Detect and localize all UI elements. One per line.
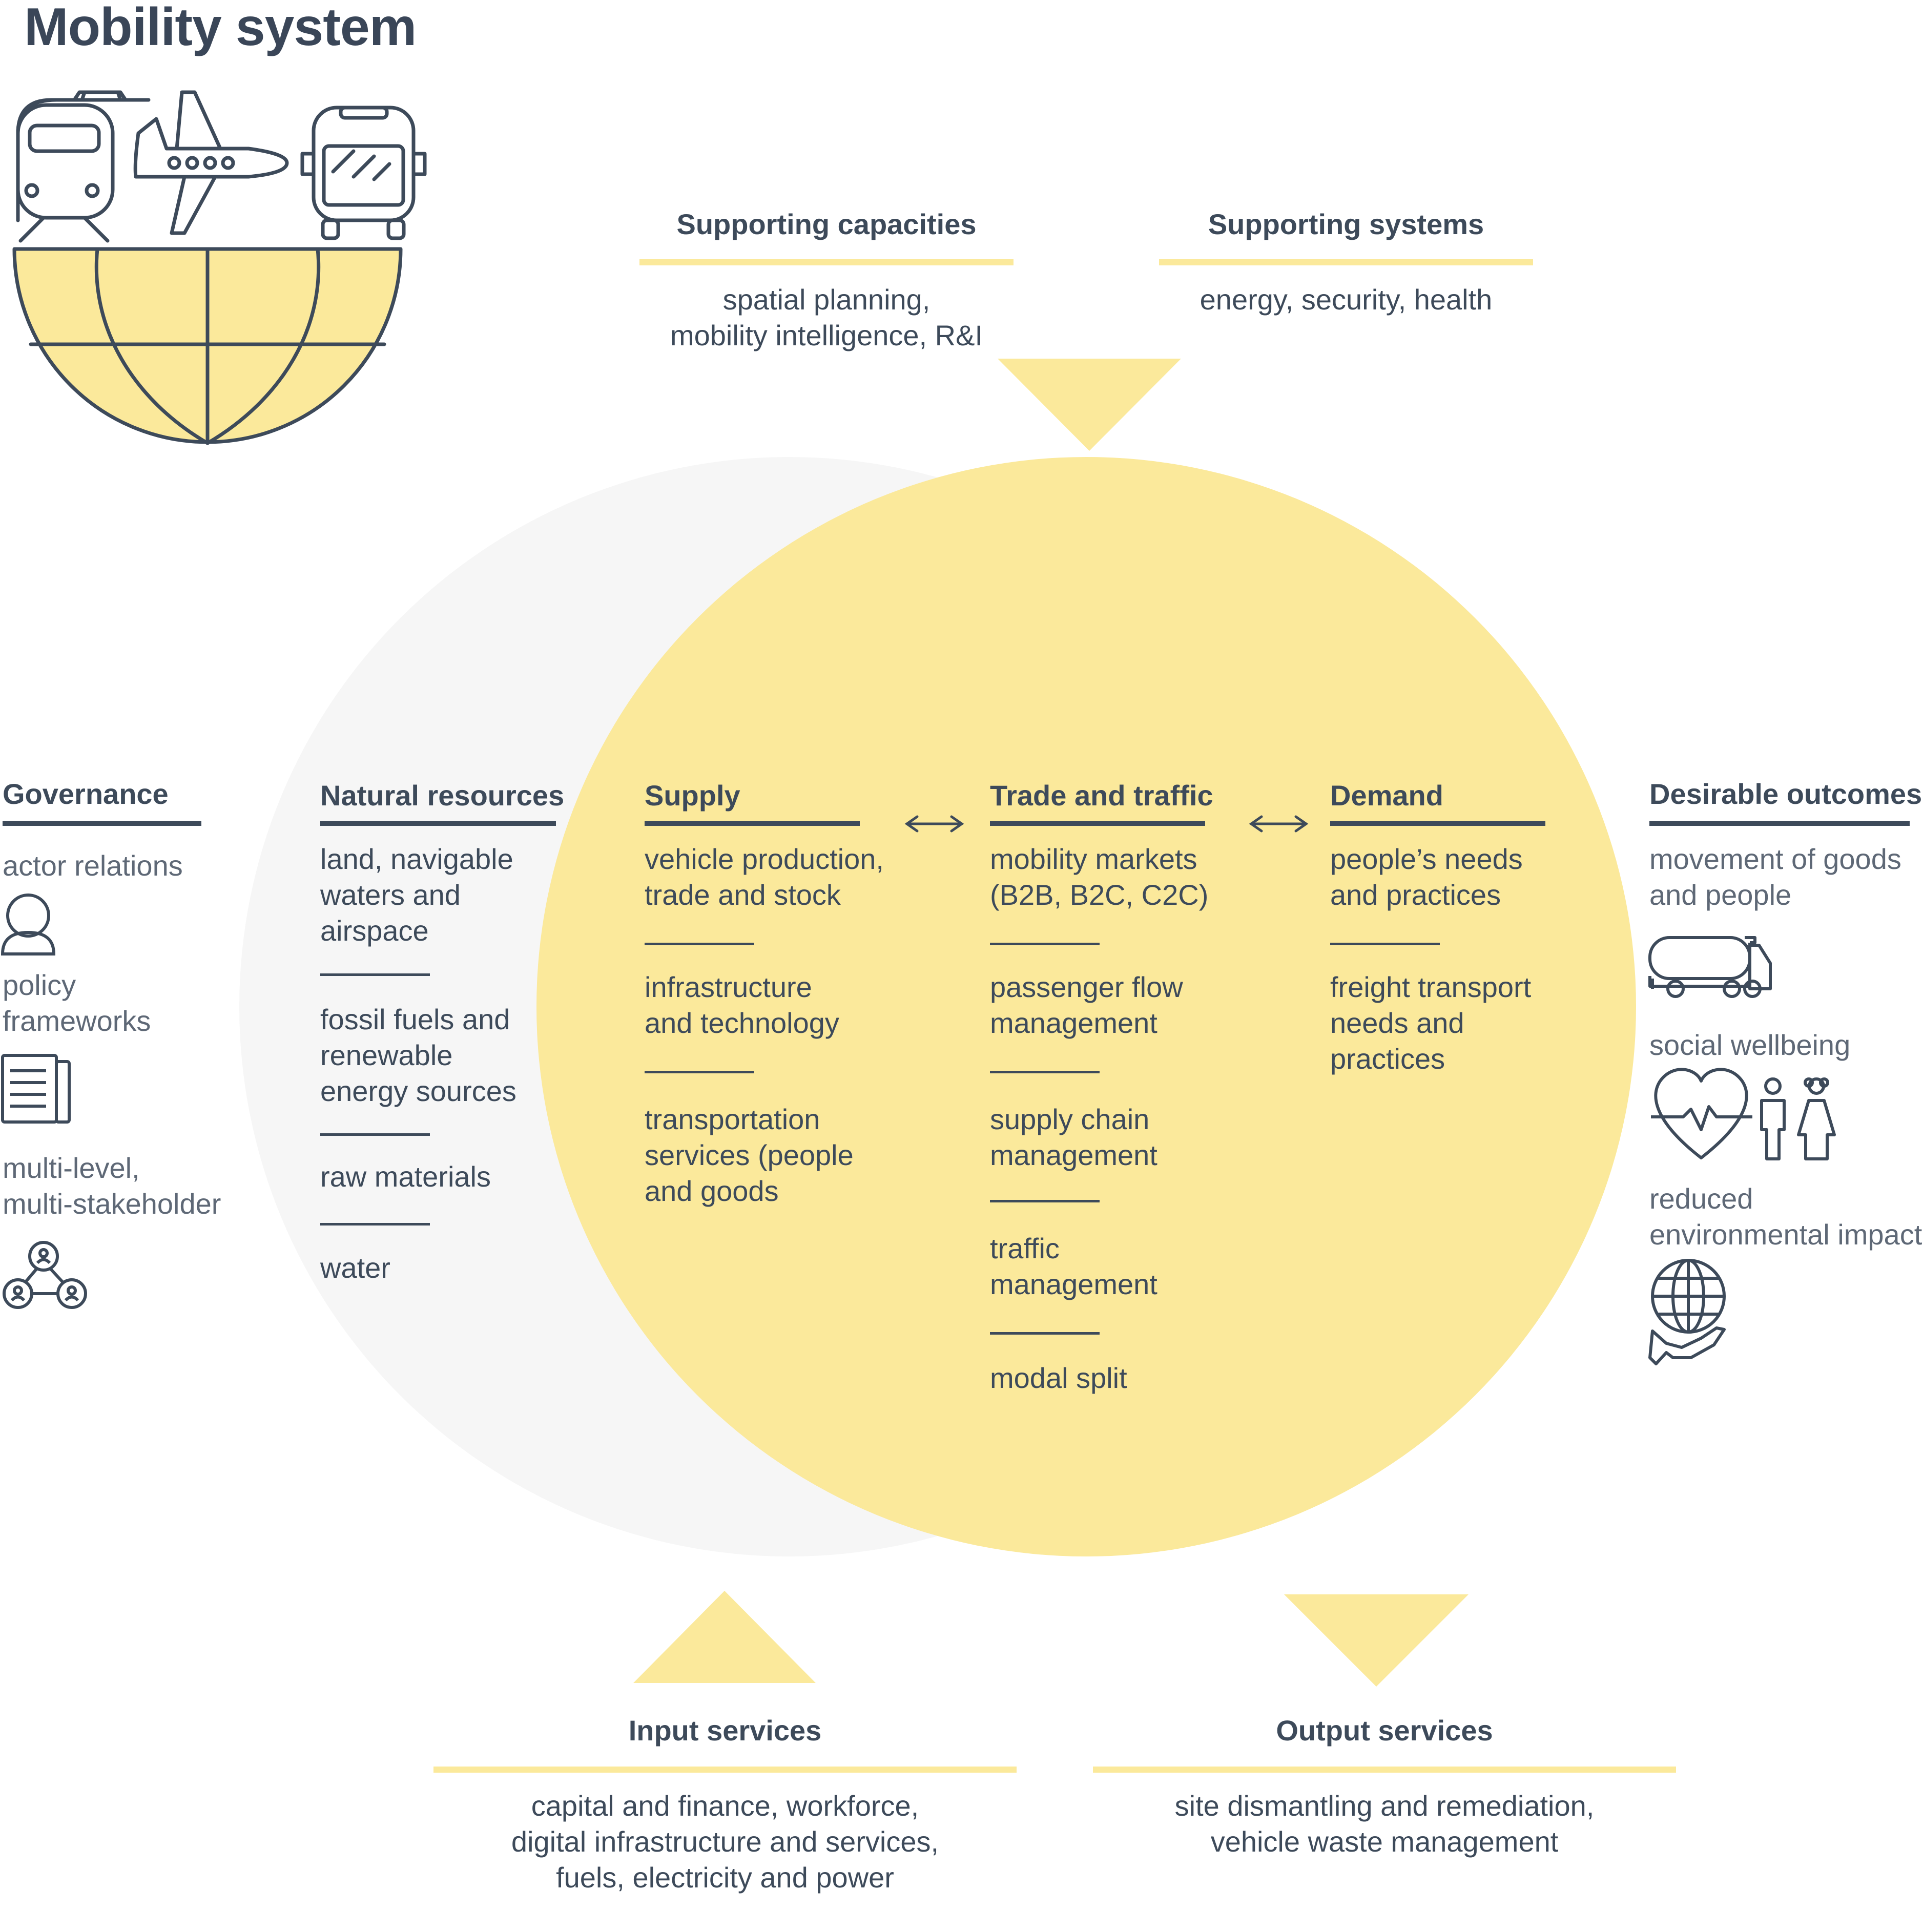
trade-traffic-separator [990, 943, 1100, 945]
governance-heading: Governance [3, 778, 169, 810]
supporting-systems-heading: Supporting systems [1208, 208, 1484, 240]
document-icon [1, 1054, 71, 1124]
demand-heading: Demand [1330, 779, 1443, 812]
economy-circle [536, 457, 1636, 1556]
trade-demand-arrow [1249, 815, 1309, 833]
demand-separator [1330, 943, 1440, 945]
outcome-item-environmental: reduced environmental impact [1649, 1182, 1922, 1251]
output-services-rule [1093, 1767, 1676, 1773]
trade-traffic-rule [990, 821, 1205, 826]
supporting-capacities-rule [639, 259, 1014, 265]
trade-traffic-item: traffic management [990, 1232, 1157, 1300]
natural-resources-item: raw materials [320, 1160, 491, 1193]
trade-traffic-separator [990, 1332, 1100, 1335]
natural-resources-separator [320, 1133, 430, 1136]
output-services-text: site dismantling and remediation, vehicl… [1174, 1790, 1595, 1858]
supply-trade-arrow [904, 815, 964, 833]
trade-traffic-item: modal split [990, 1362, 1127, 1394]
governance-rule [3, 821, 201, 826]
governance-item-policy-frameworks: policy frameworks [3, 969, 151, 1037]
globe-vehicles-icon [12, 90, 427, 445]
output-services-heading: Output services [1276, 1714, 1493, 1747]
trade-traffic-separator [990, 1200, 1100, 1202]
demand-rule [1330, 821, 1545, 826]
input-services-arrow [633, 1591, 816, 1683]
globe-hand-icon [1648, 1259, 1726, 1365]
network-icon [3, 1241, 87, 1309]
supply-rule [645, 821, 860, 826]
desirable-outcomes-rule [1649, 821, 1910, 826]
supply-item: transportation services (people and good… [645, 1103, 854, 1207]
governance-item-actor-relations: actor relations [3, 849, 183, 882]
natural-resources-item: fossil fuels and renewable energy source… [320, 1003, 516, 1107]
supporting-inflow-arrow [998, 359, 1181, 451]
natural-resources-separator [320, 973, 430, 976]
trade-traffic-heading: Trade and traffic [990, 779, 1213, 812]
desirable-outcomes-heading: Desirable outcomes [1649, 778, 1922, 810]
demand-item: freight transport needs and practices [1330, 971, 1532, 1075]
output-services-arrow [1284, 1594, 1469, 1687]
governance-item-multi-level: multi-level, multi-stakeholder [3, 1152, 221, 1220]
trade-traffic-item: supply chain management [990, 1103, 1157, 1171]
supporting-capacities-heading: Supporting capacities [676, 208, 977, 240]
input-services-heading: Input services [628, 1714, 822, 1747]
demand-item: people’s needs and practices [1330, 843, 1523, 911]
supply-separator [645, 943, 754, 945]
natural-resources-separator [320, 1223, 430, 1225]
natural-resources-item: water [320, 1252, 390, 1284]
supporting-systems-text: energy, security, health [1200, 283, 1493, 316]
natural-resources-item: land, navigable waters and airspace [320, 843, 513, 947]
supply-heading: Supply [645, 779, 740, 812]
supply-separator [645, 1071, 754, 1073]
trade-traffic-item: mobility markets (B2B, B2C, C2C) [990, 843, 1209, 911]
natural-resources-rule [320, 821, 556, 826]
input-services-rule [433, 1767, 1017, 1773]
trade-traffic-item: passenger flow management [990, 971, 1183, 1039]
page-title: Mobility system [24, 0, 417, 57]
truck-icon [1648, 936, 1772, 998]
trade-traffic-separator [990, 1071, 1100, 1073]
supporting-capacities-text: spatial planning, mobility intelligence,… [670, 283, 983, 351]
supply-item: infrastructure and technology [645, 971, 839, 1039]
heart-people-icon [1651, 1068, 1836, 1160]
outcome-item-social-wellbeing: social wellbeing [1649, 1029, 1851, 1061]
person-icon [1, 894, 56, 955]
supply-item: vehicle production, trade and stock [645, 843, 884, 911]
natural-resources-heading: Natural resources [320, 779, 565, 812]
supporting-systems-rule [1159, 259, 1533, 265]
outcome-item-movement: movement of goods and people [1649, 843, 1901, 911]
input-services-text: capital and finance, workforce, digital … [511, 1790, 939, 1894]
